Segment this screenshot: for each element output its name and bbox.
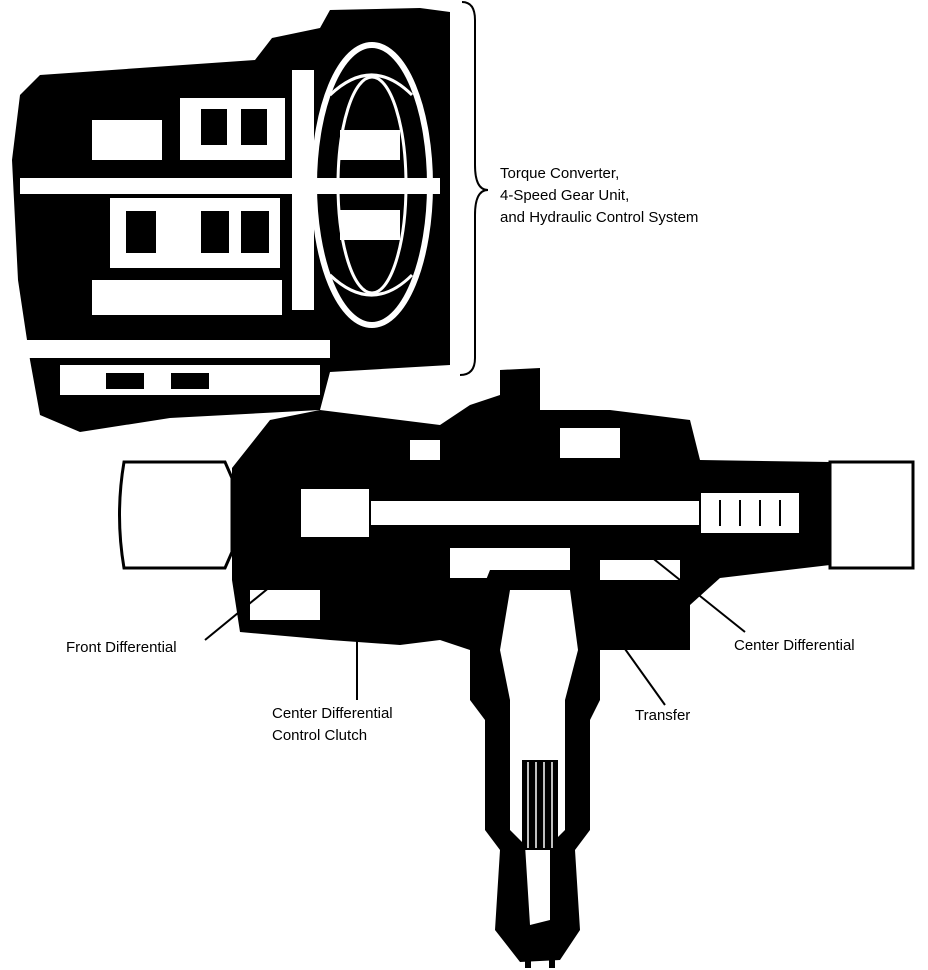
callout-leaders [204,1,746,706]
converter-group-label: Torque Converter, 4-Speed Gear Unit, and… [500,163,698,229]
converter-label-line-2: 4-Speed Gear Unit, [500,187,630,204]
clutch-label: Center Differential Control Clutch [272,703,393,747]
converter-label-line-3: and Hydraulic Control System [500,209,699,226]
clutch-label-line-1: Center Differential [272,705,393,722]
converter-bracket [459,1,489,376]
leader-front-differential [204,549,316,641]
transfer-output-housing [470,570,600,968]
center-differential-label: Center Differential [734,637,855,654]
transmission-upper-housing [12,8,450,432]
front-differential-label: Front Differential [66,639,177,656]
clutch-label-line-2: Control Clutch [272,727,368,744]
leader-center-differential [639,547,746,633]
leader-transfer [589,599,666,706]
transfer-label: Transfer [635,707,691,724]
converter-label-line-1: Torque Converter, [500,165,620,182]
